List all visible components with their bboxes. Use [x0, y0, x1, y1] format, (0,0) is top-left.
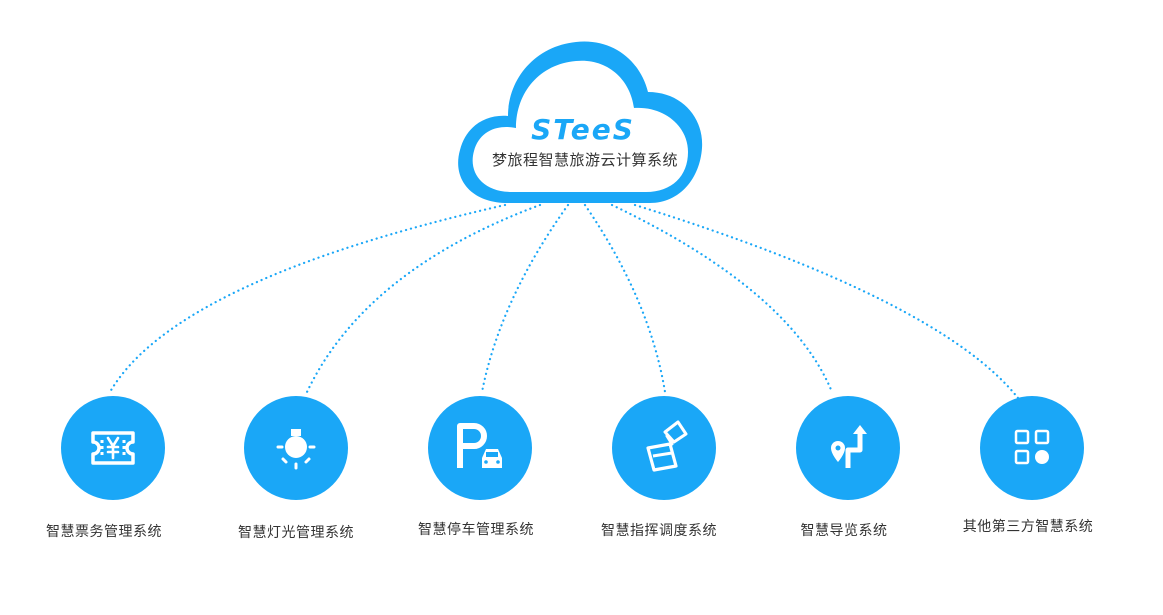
- node-thirdparty: [980, 396, 1084, 500]
- label-lighting: 智慧灯光管理系统: [238, 525, 354, 541]
- parking-car-icon: [457, 423, 502, 468]
- lightbulb-icon: [276, 429, 316, 470]
- connector-thirdparty: [633, 203, 1020, 400]
- ticket-yen-icon: [91, 431, 135, 465]
- node-guide: [796, 396, 900, 500]
- connector-ticketing: [108, 203, 507, 394]
- label-command: 智慧指挥调度系统: [601, 523, 717, 539]
- node-lighting: [244, 396, 348, 500]
- connector-lighting: [305, 203, 542, 394]
- node-command: [612, 396, 716, 500]
- command-flag-icon: [646, 420, 688, 472]
- node-ticketing: [61, 396, 165, 500]
- connector-parking: [480, 203, 570, 394]
- stees-logo: STeeS: [531, 113, 635, 146]
- connector-command: [583, 203, 667, 394]
- label-parking: 智慧停车管理系统: [418, 522, 534, 538]
- apps-grid-icon: [1014, 429, 1050, 465]
- label-thirdparty: 其他第三方智慧系统: [962, 519, 1094, 535]
- navigation-pin-icon: [831, 425, 867, 468]
- connector-guide: [610, 203, 834, 394]
- label-ticketing: 智慧票务管理系统: [46, 524, 162, 540]
- cloud-shape: [458, 41, 703, 203]
- connector-lines: [108, 203, 1020, 400]
- label-guide: 智慧导览系统: [800, 523, 888, 539]
- cloud-title: 梦旅程智慧旅游云计算系统: [491, 151, 678, 169]
- node-parking: [428, 396, 532, 500]
